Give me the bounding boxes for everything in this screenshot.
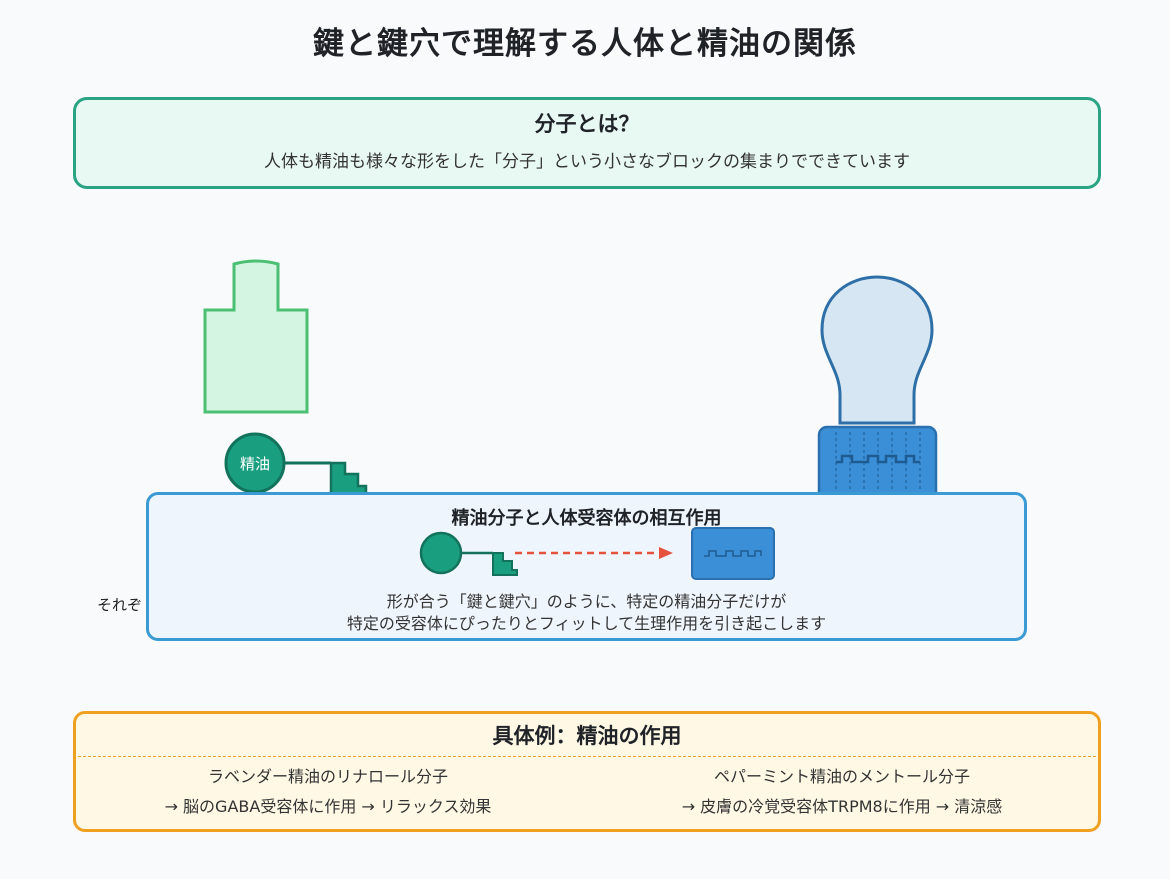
human-head-icon (820, 275, 934, 425)
example-effect: → 脳のGABA受容体に作用 → リラックス効果 (164, 797, 492, 816)
interaction-box: 精油分子と人体受容体の相互作用 形が合う「鍵と鍵穴」のように、特定の精油分子だけ… (146, 492, 1027, 641)
mini-receptor-icon (691, 527, 775, 580)
interaction-line-2: 特定の受容体にぴったりとフィットして生理作用を引き起こします (346, 614, 827, 633)
example-name: ラベンダー精油のリナロール分子 (207, 767, 448, 786)
essential-oil-bottle-icon (203, 259, 309, 414)
interaction-line-1: 形が合う「鍵と鍵穴」のように、特定の精油分子だけが (386, 592, 787, 611)
interaction-diagram (419, 527, 775, 580)
example-box: 具体例：精油の作用 ラベンダー精油のリナロール分子 → 脳のGABA受容体に作用… (73, 711, 1101, 832)
molecule-text: 人体も精油も様々な形をした「分子」という小さなブロックの集まりでできています (264, 152, 910, 172)
mini-key-icon (419, 531, 518, 576)
arrow-right-icon (515, 547, 673, 559)
receptor-lock-icon (817, 425, 938, 504)
molecule-heading: 分子とは？ (534, 112, 640, 136)
molecule-info-box: 分子とは？ 人体も精油も様々な形をした「分子」という小さなブロックの集まりででき… (73, 97, 1101, 189)
side-text: それぞ (97, 596, 143, 614)
example-divider (78, 756, 1096, 757)
example-heading: 具体例：精油の作用 (492, 724, 682, 748)
example-name: ペパーミント精油のメントール分子 (713, 767, 970, 786)
oil-label: 精油 (240, 455, 270, 473)
interaction-heading: 精油分子と人体受容体の相互作用 (451, 508, 722, 529)
page-title: 鍵と鍵穴で理解する人体と精油の関係 (313, 26, 857, 62)
example-effect: → 皮膚の冷覚受容体TRPM8に作用 → 清涼感 (681, 797, 1003, 816)
